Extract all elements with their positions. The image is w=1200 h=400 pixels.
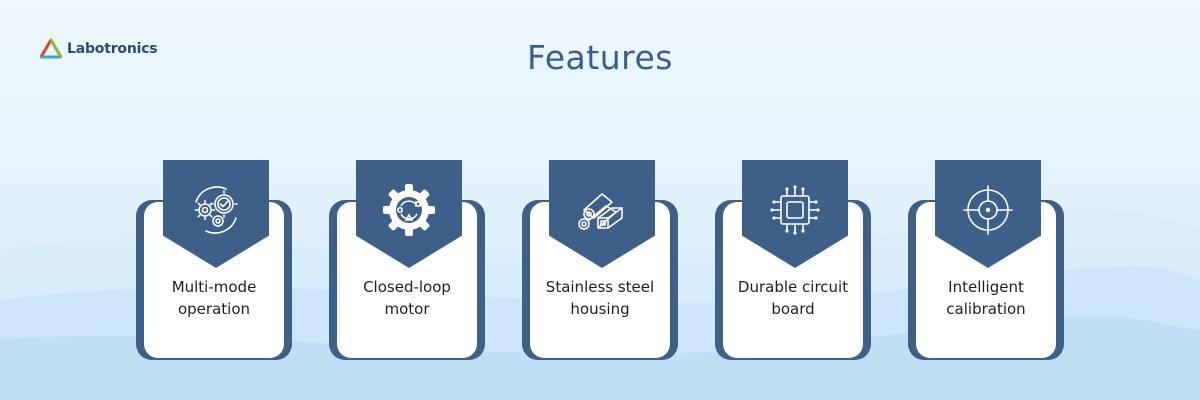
gears-check-icon (194, 186, 238, 234)
steel-pipes-icon (578, 193, 623, 230)
gear-cycle-icon (383, 184, 435, 236)
feature-label: Closed-loop motor (363, 278, 451, 318)
triangle-logo-icon (40, 38, 62, 59)
feature-card-multi-mode: Multi-mode operation (136, 160, 292, 360)
crosshair-icon (963, 185, 1013, 235)
feature-card-circuit: Durable circuit board (715, 160, 871, 360)
feature-label: Multi-mode operation (171, 278, 257, 318)
feature-card-closed-loop: Closed-loop motor (329, 160, 485, 360)
brand-logo[interactable]: Labotronics (40, 38, 158, 60)
feature-label: Stainless steel housing (545, 278, 655, 318)
brand-name: Labotronics (67, 41, 158, 57)
chip-icon (770, 185, 820, 235)
feature-label: Intelligent calibration (946, 278, 1026, 318)
feature-label: Durable circuit board (737, 278, 849, 318)
feature-cards: Multi-mode operation (136, 160, 1066, 360)
feature-card-stainless: Stainless steel housing (522, 160, 678, 360)
page-title: Features (527, 38, 673, 77)
feature-card-calibration: Intelligent calibration (908, 160, 1064, 360)
